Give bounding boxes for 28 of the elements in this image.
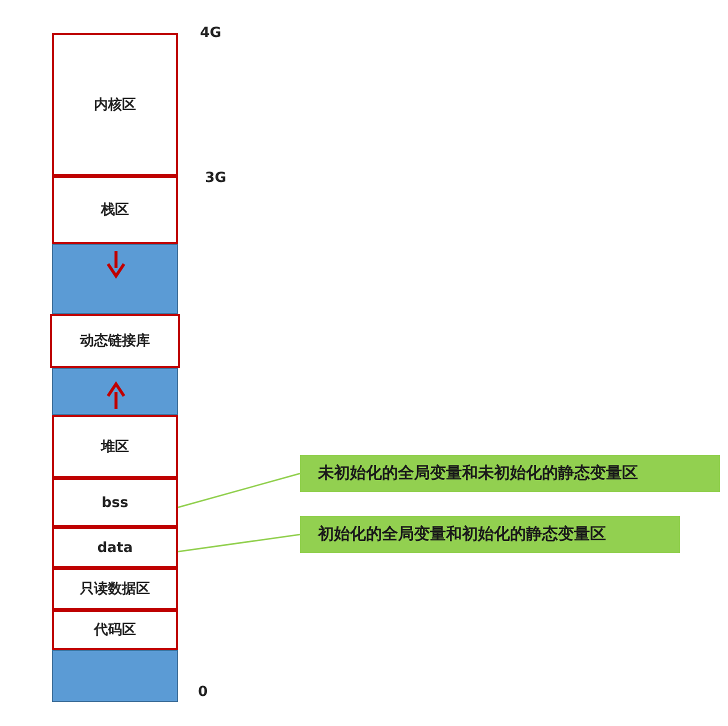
free-memory-area — [52, 650, 178, 702]
note-banner — [300, 455, 720, 492]
memory-segment — [52, 568, 178, 610]
segment-label: 栈区 — [101, 201, 129, 219]
segment-label: 动态链接库 — [80, 332, 150, 350]
note-banner — [300, 516, 680, 553]
segment-label: data — [97, 540, 133, 556]
segment-label: 代码区 — [94, 621, 136, 639]
free-memory-area — [52, 244, 178, 314]
address-label: 4G — [200, 25, 222, 41]
memory-segment — [52, 415, 178, 478]
address-label: 3G — [205, 170, 226, 186]
address-label: 0 — [198, 684, 208, 700]
segment-label: bss — [102, 494, 128, 510]
memory-segment — [52, 33, 178, 176]
leader-line — [178, 472, 300, 508]
free-memory-area — [52, 368, 178, 415]
segment-label: 内核区 — [94, 96, 136, 114]
memory-segment — [52, 610, 178, 650]
memory-segment — [50, 314, 180, 368]
memory-segment — [52, 176, 178, 244]
leader-line — [178, 534, 300, 552]
memory-segment — [52, 478, 178, 527]
segment-label: 只读数据区 — [80, 580, 150, 598]
note-text: 未初始化的全局变量和未初始化的静态变量区 — [318, 463, 638, 484]
note-text: 初始化的全局变量和初始化的静态变量区 — [318, 524, 606, 545]
memory-segment — [52, 527, 178, 568]
segment-label: 堆区 — [101, 438, 129, 456]
